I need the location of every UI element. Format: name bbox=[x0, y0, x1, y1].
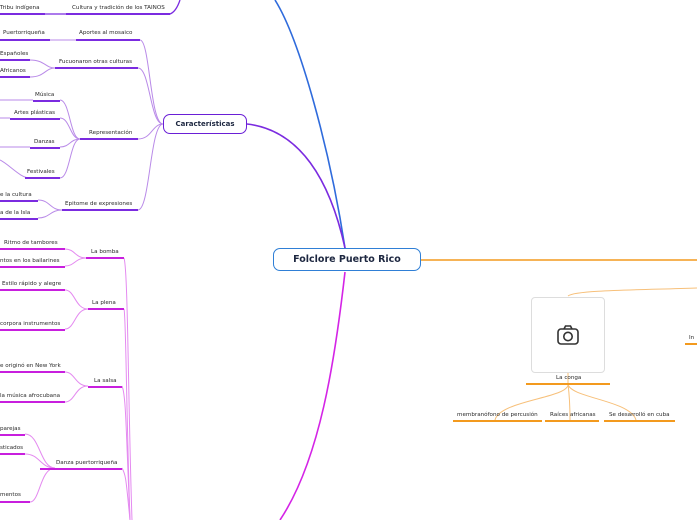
connector-root-bailes bbox=[279, 271, 346, 520]
node-underline bbox=[0, 59, 30, 61]
node-underline bbox=[88, 308, 124, 310]
node-underline bbox=[0, 371, 65, 373]
node-aportes[interactable]: Aportes al mosaico bbox=[79, 30, 133, 36]
node-tribu-indigena[interactable]: Tribu indígena bbox=[0, 5, 40, 11]
node-africanos[interactable]: Africanos bbox=[0, 68, 26, 74]
node-underline bbox=[25, 177, 60, 179]
node-underline bbox=[0, 434, 25, 436]
node-instrumentos[interactable]: corpora instrumentos bbox=[0, 321, 61, 327]
node-underline bbox=[0, 289, 65, 291]
node-ritmo-tambores[interactable]: Ritmo de tambores bbox=[4, 240, 58, 246]
node-underline bbox=[40, 468, 122, 470]
node-raices-africanas[interactable]: Raíces africanas bbox=[550, 412, 596, 418]
node-membranofono[interactable]: membranófono de percusión bbox=[457, 412, 538, 418]
node-underline bbox=[0, 218, 38, 220]
node-underline bbox=[0, 266, 65, 268]
node-artes-plasticas[interactable]: Artes plásticas bbox=[14, 110, 56, 116]
node-underline bbox=[604, 420, 675, 422]
node-festivales[interactable]: Festivales bbox=[27, 169, 55, 175]
node-representacion[interactable]: Representación bbox=[89, 130, 133, 136]
node-underline bbox=[0, 501, 30, 503]
node-e-la-cultura[interactable]: e la cultura bbox=[0, 192, 32, 198]
node-la-salsa[interactable]: La salsa bbox=[94, 378, 117, 384]
node-underline bbox=[10, 118, 60, 120]
node-underline bbox=[0, 401, 65, 403]
node-musica[interactable]: Música bbox=[35, 92, 55, 98]
node-underline bbox=[685, 343, 697, 345]
node-underline bbox=[80, 138, 138, 140]
node-underline bbox=[0, 39, 50, 41]
node-cultura-tainos[interactable]: Cultura y tradición de los TAINOS bbox=[72, 5, 165, 11]
node-sticados[interactable]: sticados bbox=[0, 445, 24, 451]
node-underline bbox=[0, 248, 65, 250]
root-node[interactable]: Folclore Puerto Rico bbox=[273, 248, 421, 271]
node-la-bomba[interactable]: La bomba bbox=[91, 249, 119, 255]
node-afrocubana[interactable]: la música afrocubana bbox=[0, 393, 61, 399]
node-mentos[interactable]: mentos bbox=[0, 492, 21, 498]
node-underline bbox=[66, 13, 170, 15]
node-la-conga[interactable]: La conga bbox=[556, 375, 582, 381]
node-danzas[interactable]: Danzas bbox=[34, 139, 55, 145]
node-underline bbox=[62, 209, 138, 211]
node-parejas[interactable]: parejas bbox=[0, 426, 21, 432]
node-underline bbox=[88, 386, 122, 388]
node-la-plena[interactable]: La plena bbox=[92, 300, 116, 306]
node-underline bbox=[526, 383, 610, 385]
node-underline bbox=[55, 67, 138, 69]
node-fusionaron[interactable]: Fucuonaron otras culturas bbox=[59, 59, 132, 65]
conga-image-placeholder[interactable] bbox=[531, 297, 605, 373]
node-new-york[interactable]: e originó en New York bbox=[0, 363, 61, 369]
node-epitome[interactable]: Epitome de expresiones bbox=[65, 201, 133, 207]
node-underline bbox=[0, 76, 30, 78]
node-bailarines[interactable]: ntos en los bailarines bbox=[0, 258, 60, 264]
node-right-partial[interactable]: In bbox=[689, 335, 695, 341]
node-desarrollo-cuba[interactable]: Se desarrolló en cuba bbox=[609, 412, 670, 418]
connector-root-caracteristicas bbox=[246, 123, 346, 249]
node-underline bbox=[545, 420, 599, 422]
node-underline bbox=[0, 13, 45, 15]
node-danza-puertorriquena[interactable]: Danza puertorriqueña bbox=[56, 460, 118, 466]
node-underline bbox=[86, 257, 124, 259]
camera-icon bbox=[557, 325, 579, 345]
node-underline bbox=[453, 420, 542, 422]
node-caracteristicas[interactable]: Características bbox=[163, 114, 247, 134]
node-underline bbox=[0, 200, 38, 202]
node-a-de-la-isla[interactable]: a de la Isla bbox=[0, 210, 31, 216]
connector-root-top bbox=[274, 0, 346, 249]
node-underline bbox=[33, 100, 60, 102]
node-underline bbox=[0, 329, 65, 331]
node-puertorriquena[interactable]: Puertorriqueña bbox=[3, 30, 45, 36]
node-estilo-rapido[interactable]: Estilo rápido y alegre bbox=[2, 281, 62, 287]
node-espanoles[interactable]: Españoles bbox=[0, 51, 29, 57]
node-underline bbox=[30, 147, 60, 149]
node-underline bbox=[0, 453, 25, 455]
node-underline bbox=[76, 39, 140, 41]
